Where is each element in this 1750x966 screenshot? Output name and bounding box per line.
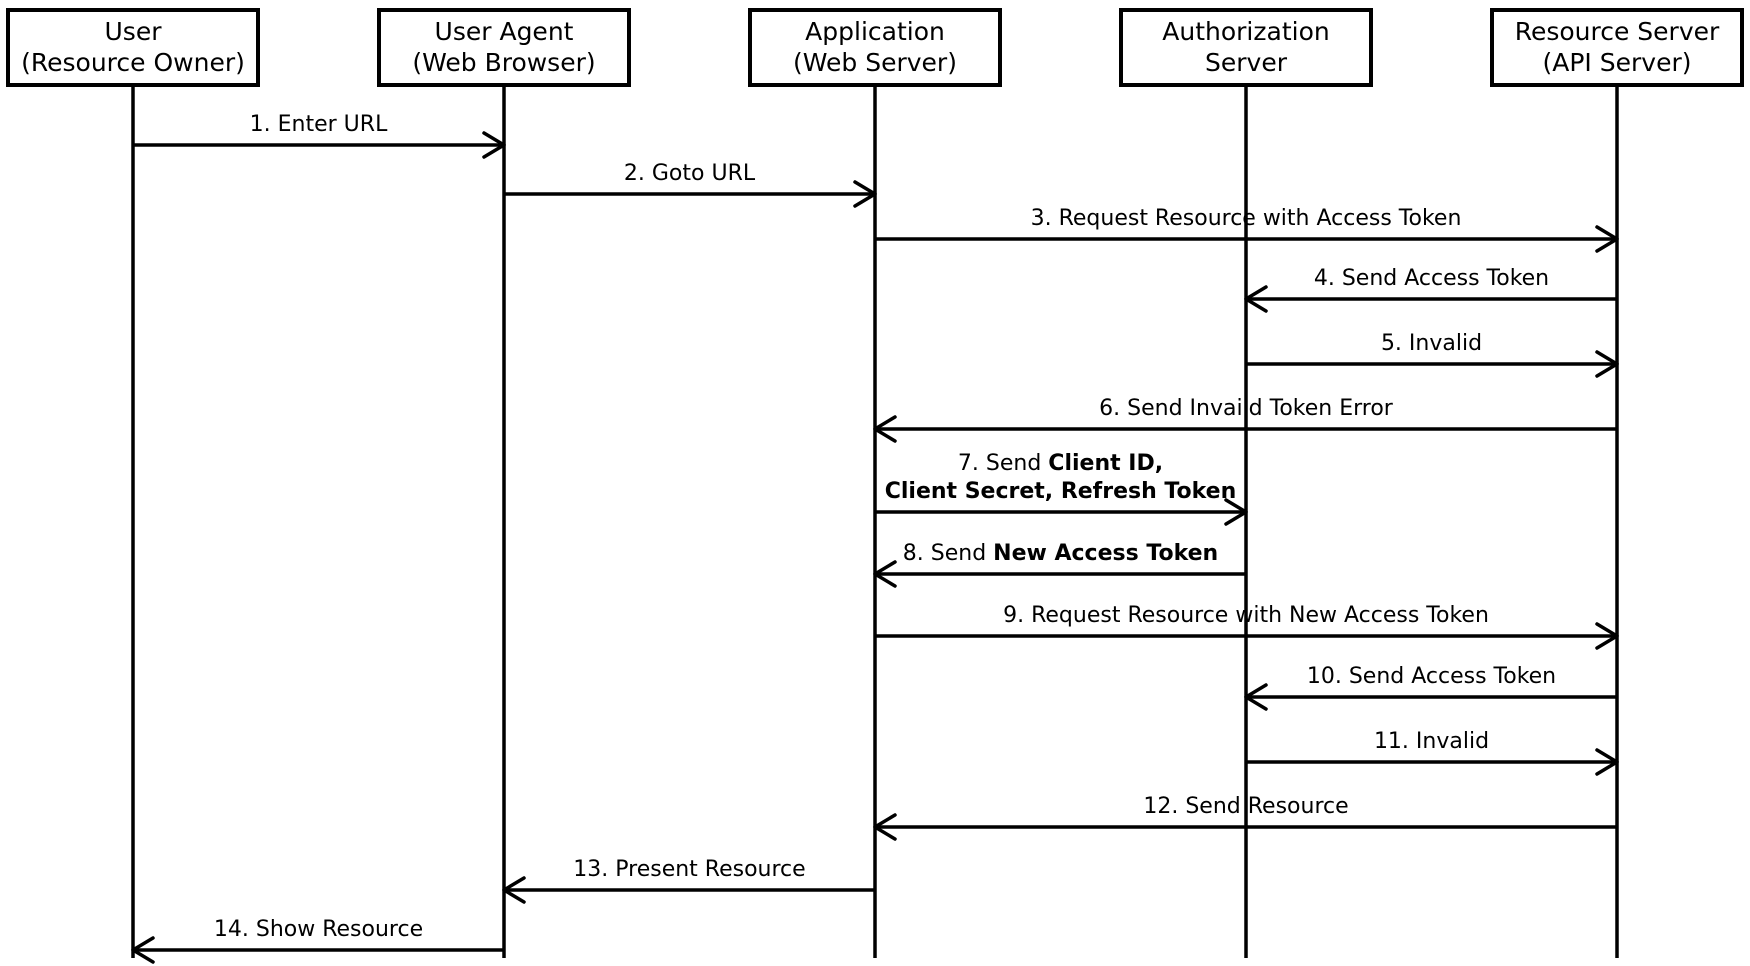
message-label-text: 14. Show Resource — [214, 917, 423, 942]
message-label-text: 6. Send Invaild Token Error — [1099, 396, 1394, 421]
message-8: 8. Send New Access Token — [873, 541, 1246, 588]
message-9: 9. Request Resource with New Access Toke… — [875, 603, 1619, 650]
participant-user: User(Resource Owner) — [6, 8, 260, 87]
message-7: 7. Send Client ID, Client Secret, Refresh… — [875, 451, 1248, 526]
arrowhead-icon — [1244, 683, 1268, 711]
message-label-text: 11. Invalid — [1374, 729, 1489, 754]
message-label: Client Secret, Refresh Token — [885, 479, 1237, 504]
message-14: 14. Show Resource — [131, 917, 504, 964]
message-5: 5. Invalid — [1246, 331, 1619, 378]
message-label-text: 12. Send Resource — [1143, 794, 1348, 819]
arrowhead-icon — [131, 936, 155, 964]
participant-label: (Resource Owner) — [21, 48, 245, 77]
message-label-bold: Client Secret, Refresh Token — [885, 479, 1237, 504]
message-label-text: 2. Goto URL — [624, 161, 756, 186]
message-label-text: 9. Request Resource with New Access Toke… — [1003, 603, 1489, 628]
message-label: 7. Send Client ID, — [958, 451, 1163, 476]
message-label: 12. Send Resource — [1143, 794, 1348, 819]
participant-label: Resource Server — [1515, 17, 1720, 46]
arrowhead-icon — [873, 560, 897, 588]
message-label-text: 8. Send — [903, 541, 993, 566]
message-label: 8. Send New Access Token — [903, 541, 1218, 566]
participants: User(Resource Owner) User Agent(Web Brows… — [6, 8, 1744, 87]
message-12: 12. Send Resource — [873, 794, 1617, 841]
arrowhead-icon — [1224, 498, 1248, 526]
message-10: 10. Send Access Token — [1244, 664, 1617, 711]
message-label: 10. Send Access Token — [1307, 664, 1556, 689]
participant-label: (Web Server) — [793, 48, 957, 77]
message-6: 6. Send Invaild Token Error — [873, 396, 1617, 443]
message-label-text: 7. Send — [958, 451, 1048, 476]
lifelines — [131, 85, 1619, 958]
message-label-text: 13. Present Resource — [573, 857, 805, 882]
arrowhead-icon — [873, 813, 897, 841]
arrowhead-icon — [873, 415, 897, 443]
arrowhead-icon — [502, 876, 526, 904]
message-label: 1. Enter URL — [250, 112, 388, 137]
message-label-text: 10. Send Access Token — [1307, 664, 1556, 689]
participant-resource-server: Resource Server(API Server) — [1490, 8, 1744, 87]
message-label: 13. Present Resource — [573, 857, 805, 882]
arrowhead-icon — [1595, 225, 1619, 253]
participant-label: Server — [1205, 48, 1288, 77]
message-3: 3. Request Resource with Access Token — [875, 206, 1619, 253]
message-11: 11. Invalid — [1246, 729, 1619, 776]
participant-box — [748, 8, 1002, 87]
participant-label: User Agent — [435, 17, 574, 46]
message-label-text: 1. Enter URL — [250, 112, 388, 137]
message-label: 14. Show Resource — [214, 917, 423, 942]
message-label-text: 3. Request Resource with Access Token — [1031, 206, 1462, 231]
participant-user-agent: User Agent(Web Browser) — [377, 8, 631, 87]
message-2: 2. Goto URL — [504, 161, 877, 208]
message-label: 9. Request Resource with New Access Toke… — [1003, 603, 1489, 628]
message-label: 5. Invalid — [1381, 331, 1482, 356]
message-label: 4. Send Access Token — [1314, 266, 1549, 291]
participant-box — [377, 8, 631, 87]
arrowhead-icon — [1244, 285, 1268, 313]
message-label-text: 5. Invalid — [1381, 331, 1482, 356]
message-label-text: 4. Send Access Token — [1314, 266, 1549, 291]
participant-label: (Web Browser) — [412, 48, 595, 77]
participant-label: Application — [805, 17, 945, 46]
messages: 1. Enter URL 2. Goto URL 3. Request Resour… — [131, 112, 1619, 964]
message-label: 3. Request Resource with Access Token — [1031, 206, 1462, 231]
arrowhead-icon — [482, 131, 506, 159]
message-label: 6. Send Invaild Token Error — [1099, 396, 1394, 421]
arrowhead-icon — [1595, 350, 1619, 378]
message-13: 13. Present Resource — [502, 857, 875, 904]
arrowhead-icon — [1595, 622, 1619, 650]
message-label: 11. Invalid — [1374, 729, 1489, 754]
participant-box — [1490, 8, 1744, 87]
arrowhead-icon — [853, 180, 877, 208]
participant-label: (API Server) — [1543, 48, 1692, 77]
participant-application: Application(Web Server) — [748, 8, 1002, 87]
message-label-bold: New Access Token — [993, 541, 1218, 566]
participant-label: User — [105, 17, 163, 46]
message-1: 1. Enter URL — [133, 112, 506, 159]
message-label-bold: Client ID, — [1048, 451, 1163, 476]
participant-box — [1119, 8, 1373, 87]
participant-label: Authorization — [1162, 17, 1329, 46]
arrowhead-icon — [1595, 748, 1619, 776]
message-4: 4. Send Access Token — [1244, 266, 1617, 313]
message-label: 2. Goto URL — [624, 161, 756, 186]
participant-box — [6, 8, 260, 87]
